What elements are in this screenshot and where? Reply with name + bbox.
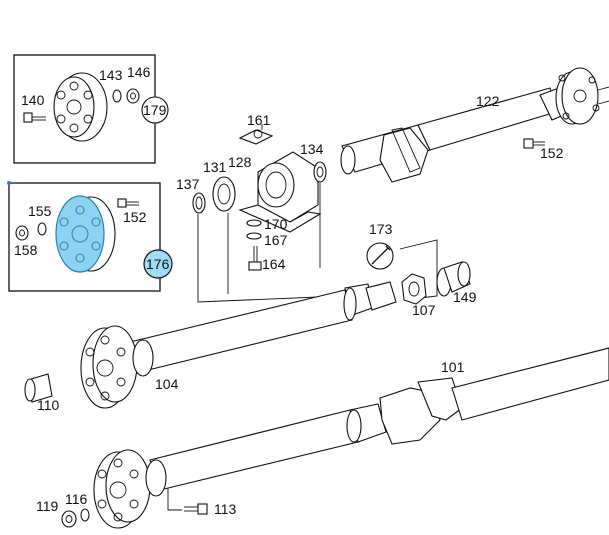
label-146: 146 xyxy=(127,64,151,80)
washer-167[interactable] xyxy=(246,232,262,240)
propeller-shaft-122[interactable] xyxy=(340,67,609,183)
sleeve-110[interactable] xyxy=(24,373,53,403)
label-173: 173 xyxy=(369,221,393,237)
label-116: 116 xyxy=(65,491,88,507)
inset-flex-disc-176: 155 158 152 176 xyxy=(7,181,173,292)
washer-155[interactable] xyxy=(37,222,47,236)
bolt-140[interactable] xyxy=(23,112,46,123)
nut-107[interactable] xyxy=(401,273,427,305)
label-143: 143 xyxy=(99,67,123,83)
label-167: 167 xyxy=(264,232,288,248)
wrench-symbol-173 xyxy=(366,242,394,270)
flex-disc-140[interactable] xyxy=(53,72,108,142)
label-137: 137 xyxy=(176,176,200,192)
label-110: 110 xyxy=(37,397,60,413)
label-131: 131 xyxy=(203,159,227,175)
label-161: 161 xyxy=(247,112,271,128)
bolt-152-shaft[interactable] xyxy=(523,138,545,149)
label-152-inset: 152 xyxy=(123,209,147,225)
bolt-164[interactable] xyxy=(248,246,262,271)
nut-146[interactable] xyxy=(126,88,140,104)
label-134: 134 xyxy=(300,141,324,157)
nut-119[interactable] xyxy=(61,510,77,528)
sleeve-149[interactable] xyxy=(436,261,471,297)
propeller-shaft-104[interactable] xyxy=(80,281,397,409)
label-101: 101 xyxy=(441,359,465,375)
washer-170[interactable] xyxy=(246,219,262,227)
inset-flex-disc-kit-179: 140 143 146 179 xyxy=(13,54,169,164)
callout-circle-179 xyxy=(141,96,169,124)
flex-disc-176-highlighted[interactable] xyxy=(55,195,116,273)
label-107: 107 xyxy=(412,302,436,318)
label-179: 179 xyxy=(143,102,167,118)
label-149: 149 xyxy=(453,289,477,305)
washer-116[interactable] xyxy=(80,508,90,522)
label-164: 164 xyxy=(262,256,286,272)
callout-circle-176 xyxy=(143,249,173,279)
label-152-shaft: 152 xyxy=(540,145,564,161)
label-170: 170 xyxy=(264,216,288,232)
label-128: 128 xyxy=(228,154,252,170)
bearing-ring-131[interactable] xyxy=(212,176,236,212)
propeller-shaft-101[interactable] xyxy=(93,347,609,529)
label-119: 119 xyxy=(36,498,59,514)
label-140: 140 xyxy=(21,92,45,108)
label-113: 113 xyxy=(214,501,237,517)
center-bearing-group: 161 128 131 137 134 170 167 xyxy=(176,112,438,303)
washer-143[interactable] xyxy=(112,89,122,103)
center-bearing-128[interactable] xyxy=(238,151,322,233)
label-122: 122 xyxy=(476,93,500,109)
label-176: 176 xyxy=(146,256,170,272)
nut-158[interactable] xyxy=(15,225,29,241)
label-104: 104 xyxy=(155,376,179,392)
ring-137[interactable] xyxy=(192,192,206,214)
bolt-152-inset[interactable] xyxy=(117,198,139,208)
bracket-161[interactable] xyxy=(238,124,274,145)
label-158: 158 xyxy=(14,242,38,258)
bolt-113[interactable] xyxy=(184,503,208,515)
label-155: 155 xyxy=(28,203,52,219)
ring-134[interactable] xyxy=(313,161,327,183)
